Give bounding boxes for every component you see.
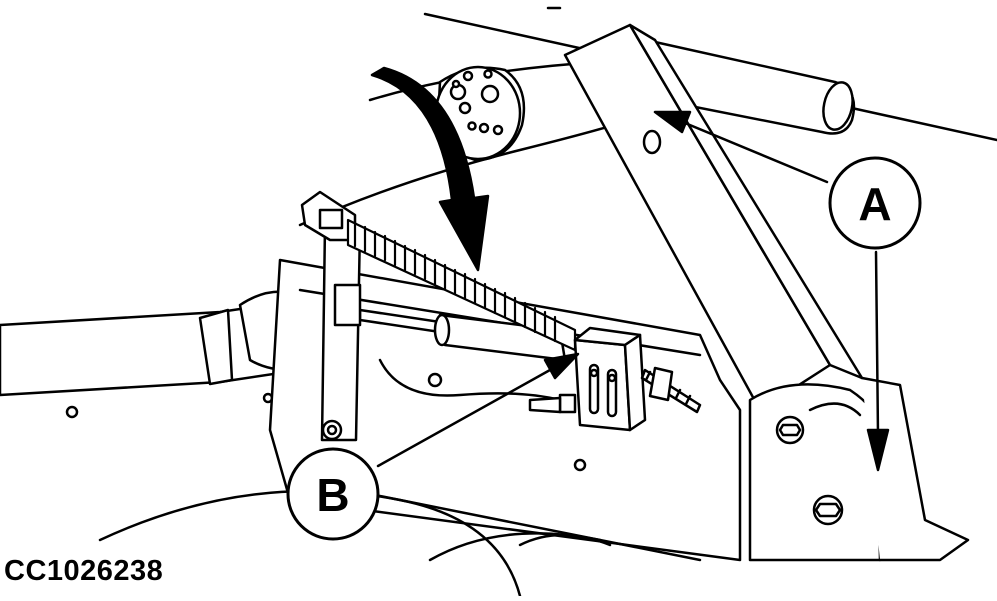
link-bar: [320, 223, 362, 442]
spring-anchor: [300, 190, 357, 242]
handle-tube: [653, 40, 856, 135]
figure-code: CC1026238: [4, 555, 164, 587]
callout-a: A: [828, 156, 922, 250]
lower-drum: [98, 489, 612, 598]
left-arm: [0, 290, 302, 419]
leader-lines: [376, 110, 890, 472]
callout-b: B: [286, 447, 380, 541]
callout-a-letter: A: [858, 178, 891, 230]
lower-bracket: [748, 376, 970, 562]
adjustment-bracket-b: [528, 326, 647, 432]
adjustment-bolt: [640, 366, 702, 414]
callout-b-letter: B: [316, 469, 349, 521]
rotation-arrow-icon: [370, 66, 490, 272]
